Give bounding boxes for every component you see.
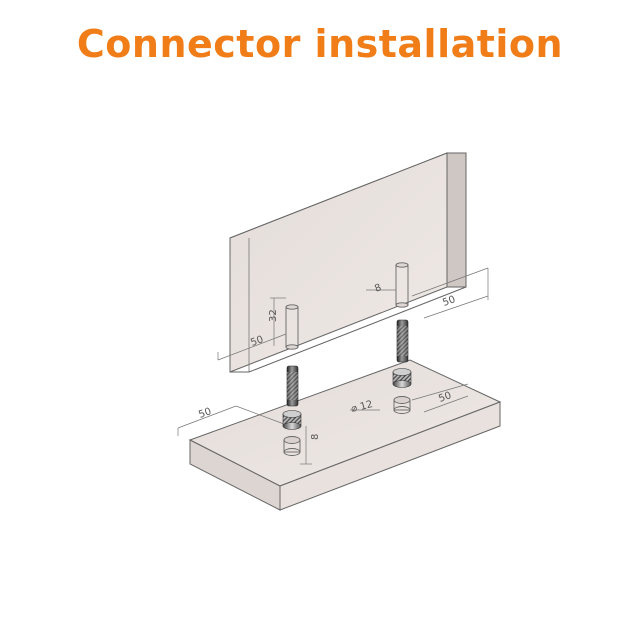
upper-hole-left <box>285 304 299 350</box>
upper-hole-right <box>395 262 409 308</box>
lower-dimension-lines <box>177 383 469 465</box>
upper-board-side-face <box>446 152 467 288</box>
lower-board: 50 8 ⌀ 12 50 <box>177 359 502 511</box>
dim-lower-left-edge: 50 <box>197 406 213 421</box>
dim-lower-hole-depth: 8 <box>310 434 321 440</box>
dim-lower-hole-dia: 12 <box>359 399 374 413</box>
dim-lower-right-edge: 50 <box>437 390 453 405</box>
lower-hole-right <box>393 396 411 414</box>
upper-board: 50 32 8 50 <box>217 152 489 373</box>
page-title: Connector installation <box>76 22 564 66</box>
connector-right <box>392 319 412 388</box>
connector-left <box>282 365 302 430</box>
upper-dimension-lines <box>217 267 489 361</box>
dim-upper-right-edge: 50 <box>441 294 457 309</box>
dim-upper-left-edge: 50 <box>249 334 265 349</box>
dim-upper-hole-dia: 8 <box>373 282 383 295</box>
dim-lower-hole-dia-prefix: ⌀ <box>350 403 359 415</box>
lower-board-side-face <box>279 401 501 511</box>
dim-upper-hole-depth: 32 <box>268 309 279 322</box>
lower-hole-left <box>283 436 301 456</box>
